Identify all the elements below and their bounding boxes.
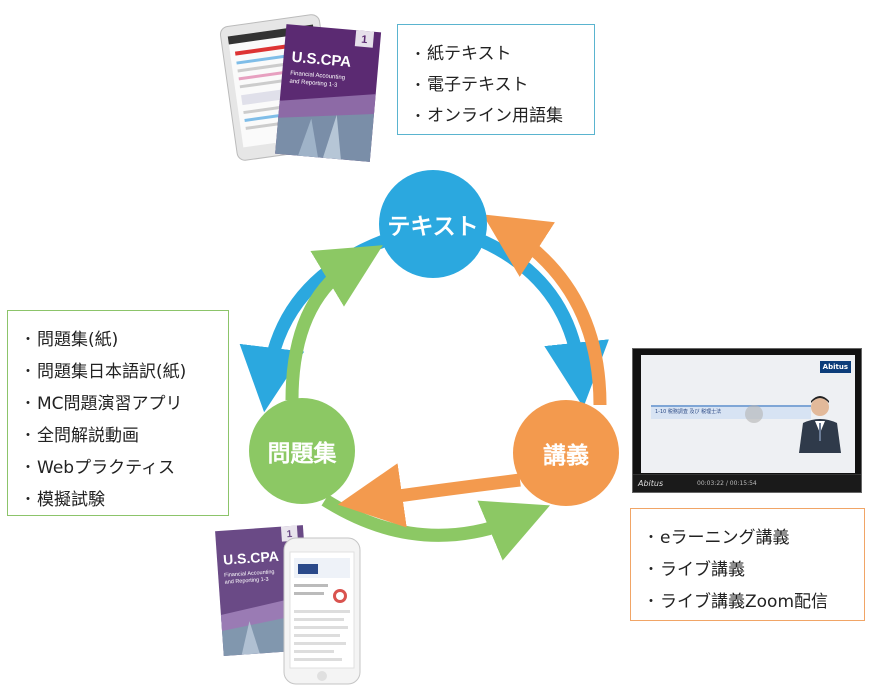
- list-item: ・オンライン用語集: [411, 106, 563, 126]
- slide-heading: 1-10 税務調査 及び 税理士法: [655, 409, 722, 415]
- text-materials-box: ・紙テキスト ・電子テキスト ・オンライン用語集: [397, 24, 595, 135]
- list-item: ・MC問題演習アプリ: [21, 393, 183, 414]
- video-brand: Abitus: [638, 479, 664, 488]
- lecturer-figure: [799, 396, 841, 453]
- list-item: ・eラーニング講義: [644, 527, 790, 548]
- list-item: ・ライブ講義: [644, 559, 745, 580]
- book-title: U.S.CPA: [291, 49, 352, 71]
- list-item: ・紙テキスト: [411, 44, 512, 64]
- book-volume: 1: [361, 34, 368, 46]
- video-logo: Abitus: [819, 361, 851, 373]
- video-controls: Abitus 00:03:22 / 00:15:54: [633, 474, 861, 492]
- arrow-lecture-to-problems: [337, 463, 521, 528]
- list-item: ・Webプラクティス: [21, 457, 176, 478]
- slide-heading-bar: 1-10 税務調査 及び 税理士法: [651, 405, 811, 419]
- arrow-text-to-problems: [239, 233, 389, 413]
- node-problems-label: 問題集: [267, 441, 337, 467]
- play-overlay-icon: [745, 405, 763, 423]
- book-subtitle-1: Financial Accounting: [290, 71, 345, 82]
- node-text-label: テキスト: [387, 214, 479, 240]
- list-item: ・問題集(紙): [21, 329, 119, 350]
- book-subtitle-2: and Reporting 1-3: [289, 79, 338, 89]
- lecture-materials-box: ・eラーニング講義 ・ライブ講義 ・ライブ講義Zoom配信: [630, 508, 865, 621]
- video-screen: 1-10 税務調査 及び 税理士法 Abitus: [641, 355, 855, 473]
- tablet-and-book-illustration: 1 U.S.CPA Financial Accounting and Repor…: [219, 14, 382, 162]
- node-lecture-label: 講義: [543, 443, 589, 469]
- arrow-text-to-lecture: [477, 234, 609, 408]
- video-time: 00:03:22 / 00:15:54: [697, 480, 757, 487]
- book-subtitle-2: and Reporting 1-3: [224, 577, 268, 586]
- book-title: U.S.CPA: [223, 548, 280, 568]
- list-item: ・ライブ講義Zoom配信: [644, 591, 829, 612]
- list-item: ・全問解説動画: [21, 425, 139, 446]
- arrow-problems-to-text: [285, 245, 383, 401]
- node-problems: 問題集: [249, 398, 355, 504]
- arrow-lecture-to-text: [482, 214, 607, 406]
- list-item: ・模擬試験: [21, 489, 105, 510]
- book-subtitle-1: Financial Accounting: [224, 569, 275, 579]
- node-lecture: 講義: [513, 400, 619, 506]
- list-item: ・問題集日本語訳(紙): [21, 361, 187, 382]
- video-player-illustration: 1-10 税務調査 及び 税理士法 Abitus Abitus 00:03:22…: [632, 348, 862, 493]
- node-text: テキスト: [379, 170, 487, 278]
- problem-materials-box: ・問題集(紙) ・問題集日本語訳(紙) ・MC問題演習アプリ ・全問解説動画 ・…: [7, 310, 229, 516]
- list-item: ・電子テキスト: [411, 75, 529, 95]
- book-volume: 1: [286, 529, 293, 540]
- book-and-phone-illustration: 1 U.S.CPA Financial Accounting and Repor…: [215, 525, 361, 685]
